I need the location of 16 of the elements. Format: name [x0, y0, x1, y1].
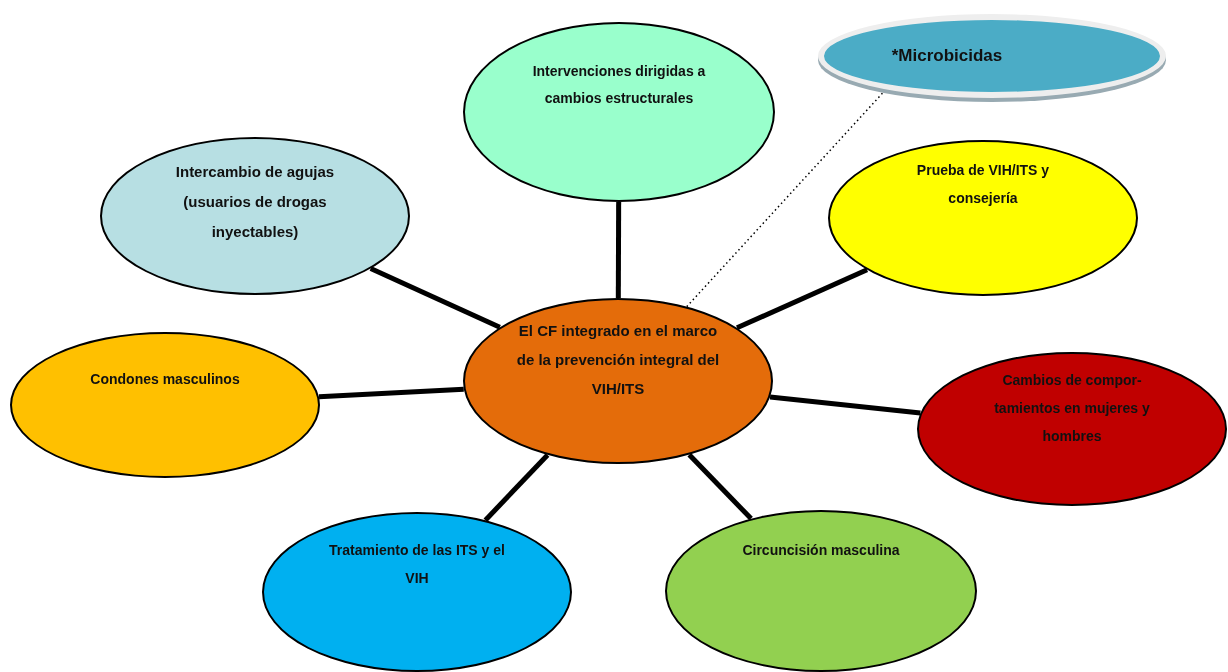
- node-text: Condones masculinos: [89, 370, 241, 389]
- node-text: *Microbicidas: [890, 45, 1004, 67]
- connector-line: [769, 394, 921, 416]
- connector-line: [736, 267, 869, 331]
- node-text: Tratamiento de las ITS y el VIH: [328, 541, 506, 588]
- node-text: Prueba de VIH/ITS y consejería: [915, 161, 1051, 208]
- node-text: Intercambio de agujas (usuarios de drogas inyectables): [174, 162, 336, 242]
- node-text: Cambios de compor- tamientos en mujeres y hombres: [993, 371, 1151, 446]
- node-text: Intervenciones dirigidas a cambios estructurales: [531, 62, 707, 108]
- connector-line: [369, 266, 501, 330]
- connector-line: [687, 452, 753, 521]
- node-text: Circuncisión masculina: [741, 541, 901, 560]
- connector-line: [318, 386, 464, 400]
- connector-line: [615, 202, 622, 298]
- node-text: El CF integrado en el marco de la prevención integral del VIH/ITS: [515, 321, 721, 399]
- connector-line: [483, 453, 550, 522]
